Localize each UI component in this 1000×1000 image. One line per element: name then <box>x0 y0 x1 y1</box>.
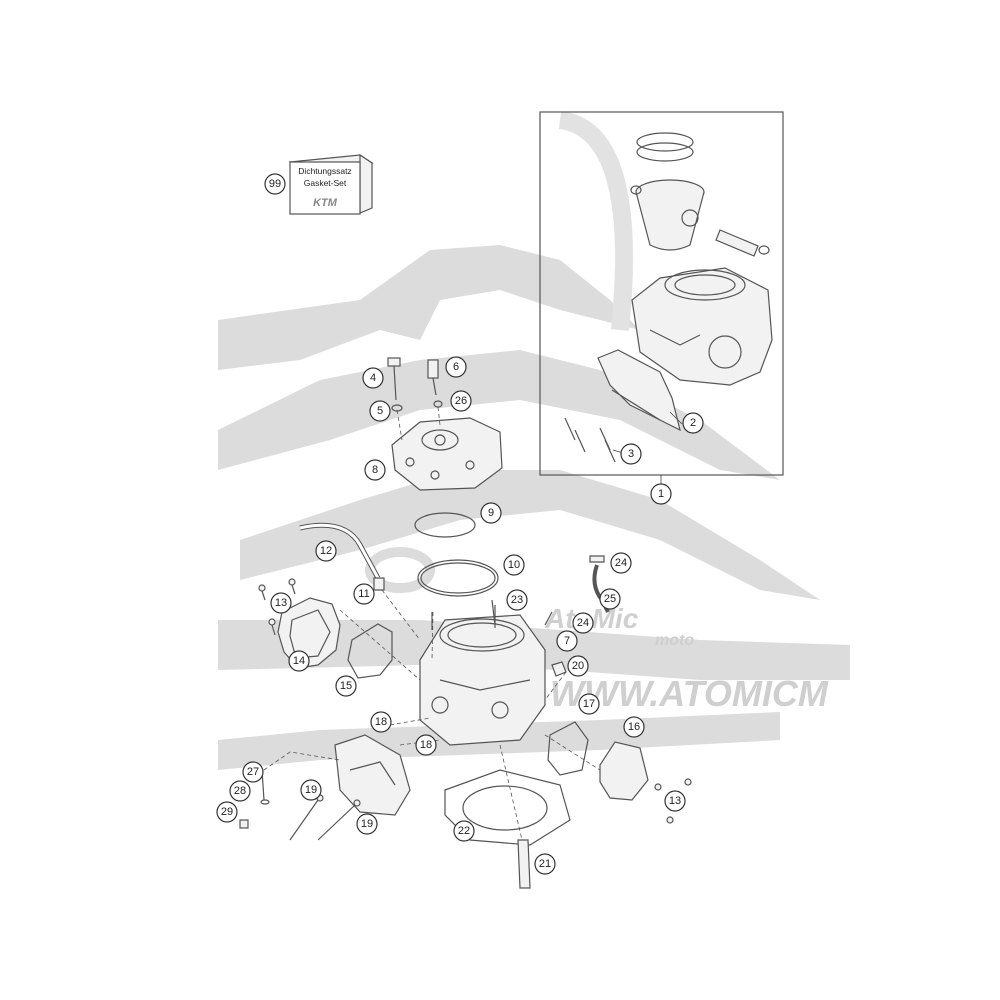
svg-text:21: 21 <box>539 858 551 870</box>
head-bolt <box>387 357 403 441</box>
callout-19-right: 19 <box>356 813 378 835</box>
callout-18-top: 18 <box>370 711 392 733</box>
svg-text:5: 5 <box>377 405 383 417</box>
callout-29: 29 <box>216 801 238 823</box>
callout-24-bottom: 24 <box>572 612 594 634</box>
svg-text:16: 16 <box>628 721 640 733</box>
piston <box>630 179 770 257</box>
callout-18-bottom: 18 <box>415 734 437 756</box>
svg-text:19: 19 <box>361 818 373 830</box>
cylinder-assembly <box>597 267 773 432</box>
svg-text:14: 14 <box>293 655 305 667</box>
svg-text:1: 1 <box>658 488 664 500</box>
callout-26: 26 <box>450 390 472 412</box>
stud-23 <box>491 599 496 626</box>
svg-text:99: 99 <box>269 178 281 190</box>
svg-text:15: 15 <box>340 680 352 692</box>
callout-22: 22 <box>453 820 475 842</box>
dowel-pin <box>517 839 531 889</box>
svg-text:6: 6 <box>453 361 459 373</box>
cover-gasket <box>347 623 393 679</box>
watermark-brand-sub: moto <box>655 632 694 649</box>
callout-9: 9 <box>480 502 502 524</box>
svg-text:17: 17 <box>583 698 595 710</box>
callout-17: 17 <box>578 693 600 715</box>
svg-text:3: 3 <box>628 448 634 460</box>
svg-text:13: 13 <box>275 597 287 609</box>
cover-bolts-left <box>258 578 296 636</box>
callout-12: 12 <box>315 540 337 562</box>
callout-20: 20 <box>567 655 589 677</box>
svg-text:2: 2 <box>690 417 696 429</box>
svg-text:25: 25 <box>604 593 616 605</box>
assembly-lines <box>339 589 601 771</box>
svg-text:4: 4 <box>370 372 376 384</box>
callout-24-top: 24 <box>610 552 632 574</box>
temperature-sensor <box>427 359 443 426</box>
callout-99: 99 <box>264 173 286 195</box>
base-gasket <box>444 769 571 846</box>
callout-28: 28 <box>229 780 251 802</box>
cover-bolts-right <box>654 778 692 824</box>
head-o-ring <box>414 512 476 538</box>
svg-text:28: 28 <box>234 785 246 797</box>
svg-text:18: 18 <box>375 716 387 728</box>
callout-1: 1 <box>650 483 672 505</box>
main-cylinder <box>419 605 546 746</box>
svg-text:22: 22 <box>458 825 470 837</box>
svg-text:7: 7 <box>564 635 570 647</box>
piston-rings <box>636 132 694 162</box>
side-cover <box>599 741 649 801</box>
callout-4: 4 <box>362 367 384 389</box>
cylinder-studs <box>564 417 616 463</box>
callout-16: 16 <box>623 716 645 738</box>
callout-21: 21 <box>534 853 556 875</box>
callout-23: 23 <box>506 589 528 611</box>
svg-text:18: 18 <box>420 739 432 751</box>
callout-10: 10 <box>503 554 525 576</box>
svg-text:23: 23 <box>511 594 523 606</box>
exhaust-flange <box>334 734 411 816</box>
svg-text:19: 19 <box>305 784 317 796</box>
cylinder-kit-frame <box>539 111 784 476</box>
svg-text:29: 29 <box>221 806 233 818</box>
callout-5: 5 <box>369 400 391 422</box>
gasket-box-line1: Dichtungssatz <box>298 166 351 176</box>
cylinder-o-ring <box>417 559 499 597</box>
callout-14: 14 <box>288 650 310 672</box>
callout-13-right: 13 <box>664 790 686 812</box>
callout-11: 11 <box>353 583 375 605</box>
flange-bolts <box>289 794 361 841</box>
gasket-box-line2: Gasket-Set <box>304 178 347 188</box>
svg-text:24: 24 <box>577 617 589 629</box>
svg-text:13: 13 <box>669 795 681 807</box>
svg-text:8: 8 <box>372 464 378 476</box>
callout-3: 3 <box>620 443 642 465</box>
svg-text:12: 12 <box>320 545 332 557</box>
callout-6: 6 <box>445 356 467 378</box>
svg-text:9: 9 <box>488 507 494 519</box>
callout-19-left: 19 <box>300 779 322 801</box>
ktm-logo: KTM <box>313 197 338 209</box>
callout-13-left: 13 <box>270 592 292 614</box>
callout-25: 25 <box>599 588 621 610</box>
svg-text:26: 26 <box>455 395 467 407</box>
gasket-set-box: Dichtungssatz Gasket-Set KTM <box>288 153 374 215</box>
svg-text:24: 24 <box>615 557 627 569</box>
exhaust-gasket <box>547 721 589 776</box>
callout-15: 15 <box>335 675 357 697</box>
callout-8: 8 <box>364 459 386 481</box>
svg-text:10: 10 <box>508 559 520 571</box>
water-pump-cover <box>277 597 341 669</box>
svg-text:27: 27 <box>247 766 259 778</box>
svg-text:20: 20 <box>572 660 584 672</box>
callout-2: 2 <box>682 412 704 434</box>
bleed-screw <box>544 611 553 626</box>
svg-text:11: 11 <box>358 588 369 600</box>
callout-27: 27 <box>242 761 264 783</box>
callout-7: 7 <box>556 630 578 652</box>
cylinder-head <box>391 417 503 491</box>
